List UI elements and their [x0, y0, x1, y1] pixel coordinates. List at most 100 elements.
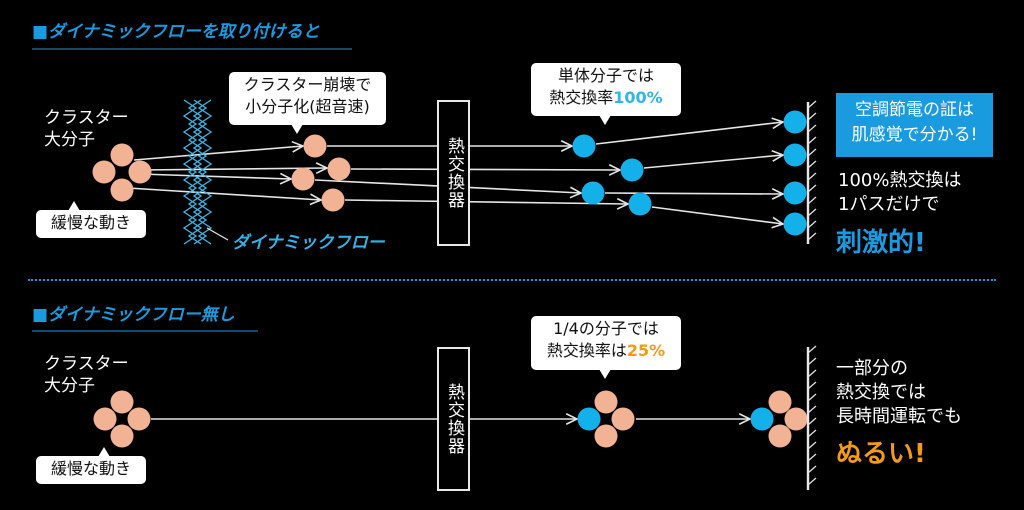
wall-hatch [807, 136, 817, 145]
wall-hatch [807, 148, 817, 157]
flow-arrow [604, 192, 784, 195]
arrow-head-icon [608, 164, 622, 176]
wall-hatch [807, 381, 817, 390]
wall-hatch [807, 405, 817, 414]
quarter-molecule-bubble: 1/4の分子では 熱交換率は25% [531, 316, 681, 379]
blue-molecule [783, 181, 807, 205]
peach-molecule [611, 407, 635, 431]
flow-arrow [595, 121, 784, 145]
flow-arrow [139, 167, 328, 171]
blue-molecule [628, 192, 652, 216]
top-breakup-bubble: クラスター崩壊で 小分子化(超音速) [229, 72, 386, 134]
blue-molecule [783, 143, 807, 167]
wall-hatch [807, 124, 817, 133]
peach-molecule [93, 407, 117, 431]
wall-hatch [807, 172, 817, 181]
breakup-line1: クラスター崩壊で [243, 75, 372, 94]
rate-100-percent: 100% [613, 88, 663, 107]
dynamic-flow-mesh [192, 99, 208, 245]
peach-molecule [110, 143, 134, 167]
wall-hatch [807, 465, 817, 474]
arrow-head-icon [291, 140, 305, 153]
flow-arrow [139, 173, 292, 180]
blue-molecule [577, 407, 601, 431]
peach-molecule [327, 157, 351, 181]
cluster-label-line1: クラスター [44, 354, 129, 374]
peach-molecule [594, 424, 618, 448]
blue-molecule [581, 181, 605, 205]
flow-arrow [133, 145, 304, 161]
arrow-head-icon [771, 117, 785, 130]
arrow-head-icon [309, 193, 323, 206]
bubble-tail [68, 201, 80, 211]
arrow-head-icon [569, 186, 583, 199]
wall-hatch [807, 345, 817, 354]
cluster-label-line2: 大分子 [44, 376, 95, 396]
result-line2: 熱交換では [836, 382, 926, 403]
cluster-label-line1: クラスター [44, 108, 129, 128]
slow-motion-text: 緩慢な動き [50, 213, 131, 232]
wall-hatch [807, 417, 817, 426]
bottom-section-heading: ■ダイナミックフロー無し [32, 305, 235, 325]
callout-box: 空調節電の証は 肌感覚で分かる! [836, 93, 993, 157]
bubble-tail [98, 447, 110, 457]
bubble-tail [291, 124, 303, 134]
dynamic-flow-label: ダイナミックフロー [232, 233, 385, 253]
bubble-tail [599, 369, 611, 379]
breakup-line2: 小分子化(超音速) [245, 97, 370, 116]
peach-molecule [768, 424, 792, 448]
top-result-emphasis: 刺激的! [836, 228, 926, 258]
arrow-head-icon [771, 188, 785, 200]
bottom-slow-motion-bubble: 緩慢な動き [36, 447, 146, 484]
dynamic-flow-mesh [187, 99, 203, 245]
arrow-head-icon [565, 413, 579, 425]
single-molecule-bubble: 単体分子では 熱交換率100% [531, 63, 681, 125]
heat-exchanger-label: 熱交換器 [444, 137, 464, 209]
rate-prefix: 熱交換率は [546, 341, 627, 360]
peach-molecule [110, 178, 134, 202]
wall-hatch [807, 208, 817, 217]
peach-molecule [321, 188, 345, 212]
single-molecule-line2: 熱交換率100% [537, 87, 675, 109]
arrow-head-icon [315, 162, 329, 175]
quarter-line2: 熱交換率は25% [537, 340, 675, 362]
wall-hatch [807, 357, 817, 366]
dynamic-flow-mesh [197, 99, 213, 245]
wall-hatch [807, 477, 817, 486]
bottom-cluster-label: クラスター 大分子 [44, 353, 129, 397]
peach-molecule [291, 167, 315, 191]
wall-hatch [807, 453, 817, 462]
cluster-label-line2: 大分子 [44, 130, 95, 150]
arrow-head-icon [771, 216, 785, 229]
peach-molecule [127, 407, 151, 431]
rate-prefix: 熱交換率 [549, 88, 614, 107]
flow-arrow [344, 199, 629, 205]
quarter-line1: 1/4の分子では [553, 319, 659, 338]
section-divider [28, 279, 996, 281]
leader-line [206, 227, 229, 241]
arrow-head-icon [616, 197, 630, 210]
bottom-heat-exchanger: 熱交換器 [437, 347, 470, 491]
peach-molecule [128, 160, 152, 184]
top-heading-underline [32, 48, 352, 50]
bottom-result-emphasis: ぬるい! [836, 439, 926, 469]
wall-hatch [807, 196, 817, 205]
arrow-head-icon [771, 150, 785, 162]
slow-motion-text: 緩慢な動き [50, 459, 131, 478]
peach-molecule [92, 160, 116, 184]
arrow-head-icon [738, 413, 752, 425]
peach-molecule [594, 390, 618, 414]
flow-arrow [127, 187, 322, 201]
rate-25-percent: 25% [626, 341, 666, 360]
blue-molecule [572, 134, 596, 158]
wall-hatch [807, 441, 817, 450]
top-section-heading: ■ダイナミックフローを取り付けると [32, 22, 320, 42]
result-line3: 長時間運転でも [836, 406, 962, 427]
blue-molecule [750, 407, 774, 431]
single-molecule-line1: 単体分子では [557, 66, 654, 85]
result-line1: 100%熱交換は [838, 170, 962, 191]
arrow-head-icon [279, 172, 293, 185]
peach-molecule [768, 390, 792, 414]
dynamic-flow-mesh [182, 99, 198, 245]
